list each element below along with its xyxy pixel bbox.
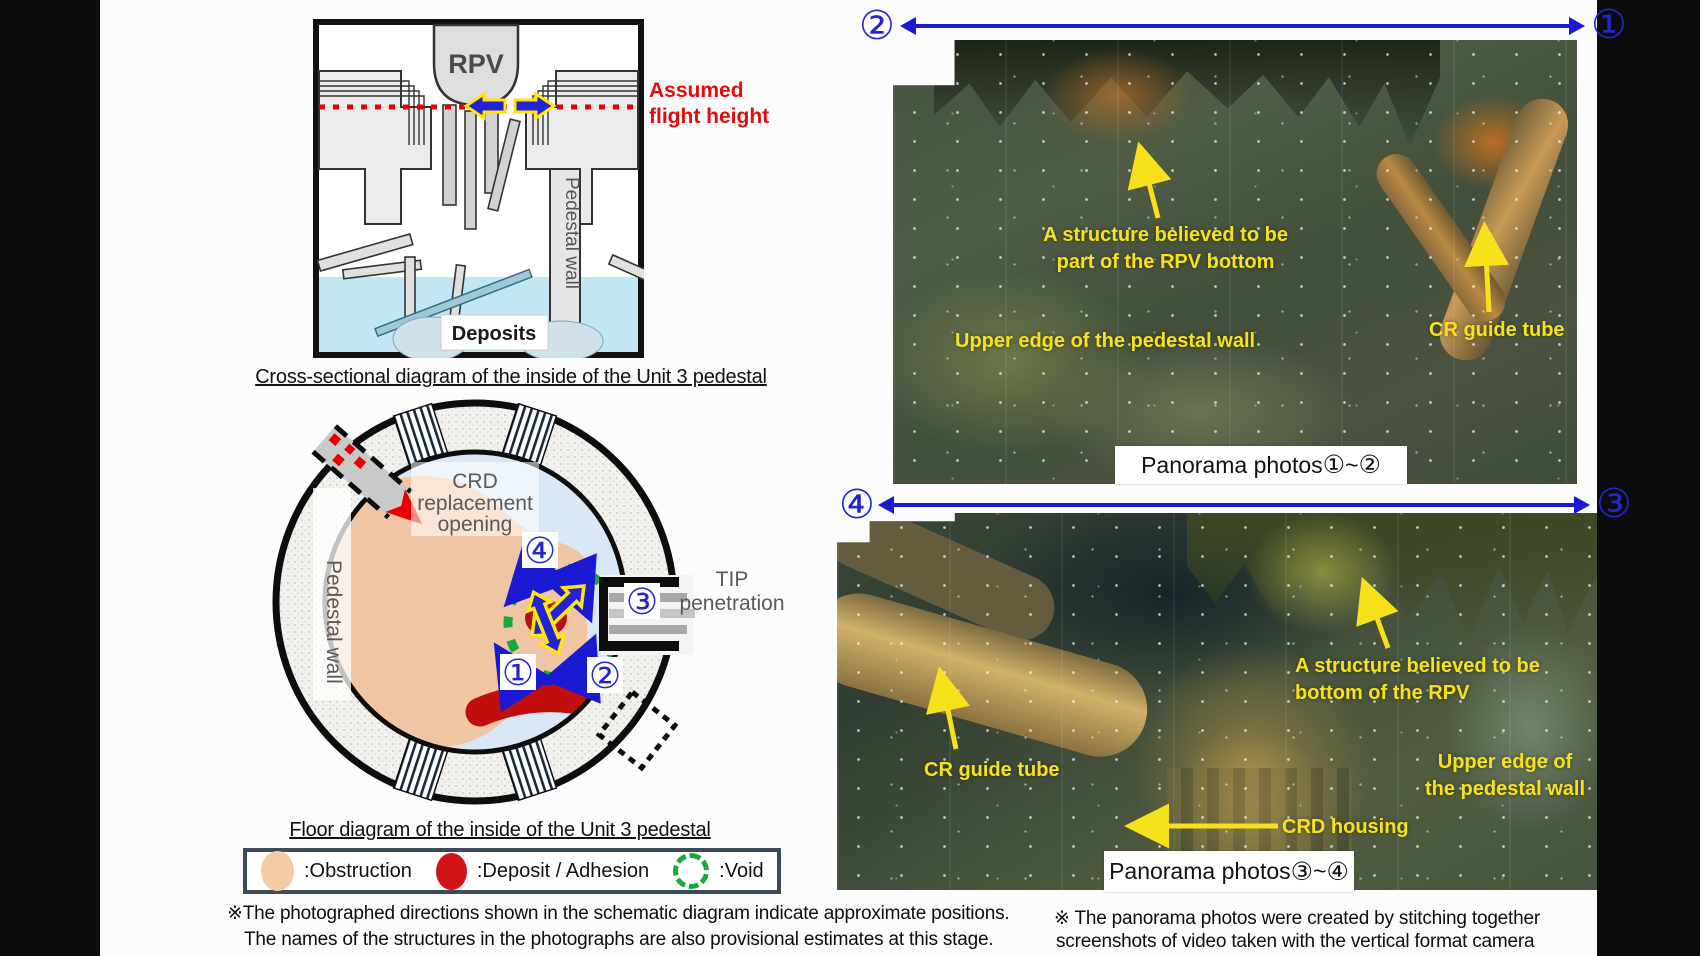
ring-hatch-groups xyxy=(392,402,558,802)
crd-opening-label-3: opening xyxy=(438,513,513,536)
pan-direction-arrow-bottom xyxy=(878,496,1590,514)
entry-route-dots xyxy=(328,433,367,470)
pedestal-label-bg xyxy=(313,488,351,700)
pedestal-edge-line1: Upper edge of xyxy=(1437,751,1573,773)
structure-label: A structure believed to be part of the R… xyxy=(1038,222,1293,276)
photo-speckles xyxy=(893,40,1577,484)
crd-opening-label-2: replacement xyxy=(417,492,533,515)
crd-label-bg xyxy=(411,462,539,536)
pedestal-edge-label: Upper edge of the pedestal wall xyxy=(1419,749,1591,803)
pedestal-edge-label: Upper edge of the pedestal wall xyxy=(955,330,1256,352)
panorama-photo-1-2: A structure believed to be part of the R… xyxy=(893,40,1577,484)
structure-label-line2: bottom of the RPV xyxy=(1295,682,1470,704)
slide-content: RPV Pedestal wall xyxy=(100,0,1632,956)
panorama-bottom-caption: Panorama photos ③ ~ ④ xyxy=(1104,851,1354,892)
floor-diagram-caption: Floor diagram of the inside of the Unit … xyxy=(289,819,711,841)
marker-2: ② xyxy=(589,655,621,696)
direction-marker-4: ④ xyxy=(839,483,875,527)
panorama-top-caption: Panorama photos ① ~ ② xyxy=(1115,446,1407,484)
cr-guide-label: CR guide tube xyxy=(924,759,1060,781)
structure-label-line1: A structure believed to be xyxy=(1043,224,1288,246)
legend-obstruction-label: :Obstruction xyxy=(304,859,412,882)
note-right-line1: ※ The panorama photos were created by st… xyxy=(1054,908,1540,929)
caption-text: Panorama photos xyxy=(1141,451,1323,478)
structure-label-line1: A structure believed to be xyxy=(1295,655,1540,677)
void-swatch-icon xyxy=(673,853,710,889)
note-left-line1: ※The photographed directions shown in th… xyxy=(227,903,1010,924)
pan-direction-arrow-top xyxy=(900,17,1585,35)
dotted-opening xyxy=(595,688,679,772)
tip-label-1: TIP xyxy=(716,568,749,591)
caption-marker-from: ③ xyxy=(1290,857,1314,886)
assumed-flight-height-label: Assumed flight height xyxy=(649,79,770,129)
note-right-line2: screenshots of video taken with the vert… xyxy=(1056,931,1535,952)
pedestal-wall-column xyxy=(549,168,581,328)
direction-marker-3: ③ xyxy=(1596,482,1632,526)
panorama-photo-3-4: A structure believed to be bottom of the… xyxy=(837,513,1597,890)
cross-section-caption: Cross-sectional diagram of the inside of… xyxy=(255,366,767,388)
pedestal-wall-label-floor: Pedestal wall xyxy=(322,560,345,684)
cross-section-diagram: RPV Pedestal wall xyxy=(313,19,644,358)
caption-text: Panorama photos xyxy=(1109,858,1291,884)
tip-label-2: penetration xyxy=(679,592,784,615)
stitch-seams xyxy=(893,40,1577,484)
structure-label: A structure believed to be bottom of the… xyxy=(1295,653,1540,707)
direction-marker-2: ② xyxy=(859,4,895,48)
legend-void-label: :Void xyxy=(719,859,764,882)
obstruction-swatch-icon xyxy=(261,851,294,891)
cr-guide-label: CR guide tube xyxy=(1429,319,1565,341)
note-left-line2: The names of the structures in the photo… xyxy=(244,929,994,950)
floor-diagram: CRD replacement opening Pedestal wall TI… xyxy=(272,399,785,805)
deposits-label-box xyxy=(440,314,549,351)
marker-1: ① xyxy=(502,652,534,693)
deposit-swatch-icon xyxy=(435,852,467,890)
piping-lines xyxy=(319,80,638,145)
caption-marker-to: ④ xyxy=(1326,857,1349,886)
marker-4: ④ xyxy=(524,530,556,571)
caption-marker-from: ① xyxy=(1322,451,1346,479)
legend-deposit-label: :Deposit / Adhesion xyxy=(476,859,650,882)
caption-tilde: ~ xyxy=(1345,451,1359,478)
flight-cross-arrows xyxy=(525,584,586,657)
pedestal-wall-label: Pedestal wall xyxy=(561,177,582,289)
direction-marker-1: ① xyxy=(1591,3,1627,47)
crd-opening-label-1: CRD xyxy=(452,470,498,493)
position-markers: ④ ③ ① ② xyxy=(500,530,660,696)
caption-marker-to: ② xyxy=(1358,451,1381,479)
pedestal-edge-line2: the pedestal wall xyxy=(1424,778,1586,800)
marker-3: ③ xyxy=(626,581,658,622)
legend: :Obstruction :Deposit / Adhesion :Void xyxy=(243,848,781,894)
crd-housing-label: CRD housing xyxy=(1282,816,1409,838)
flight-direction-arrows xyxy=(463,91,557,121)
deposits-label: Deposits xyxy=(452,323,536,345)
structure-label-line2: part of the RPV bottom xyxy=(1056,251,1275,273)
rpv-label: RPV xyxy=(448,49,504,79)
caption-tilde: ~ xyxy=(1313,858,1327,884)
